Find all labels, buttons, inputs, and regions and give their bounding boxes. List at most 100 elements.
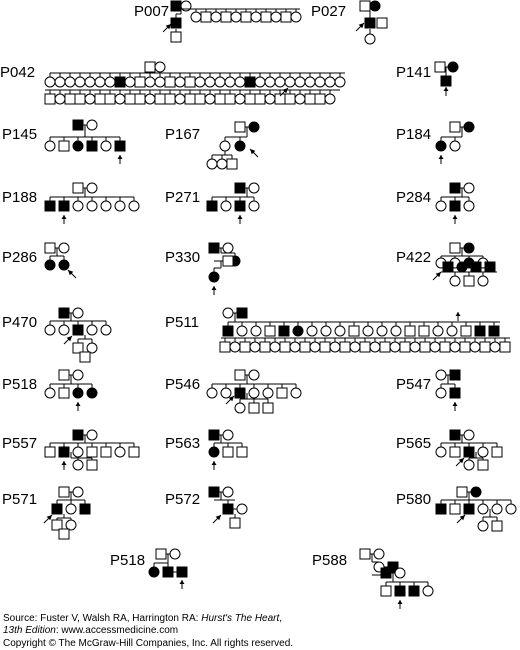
- unaffected-male-symbol: [359, 0, 371, 12]
- affected-male-symbol: [435, 503, 447, 515]
- unaffected-male-symbol: [359, 341, 371, 353]
- unaffected-female-symbol: [264, 76, 276, 88]
- unaffected-female-symbol: [65, 519, 77, 531]
- unaffected-female-symbol: [210, 11, 222, 23]
- unaffected-female-symbol: [309, 341, 321, 353]
- unaffected-male-symbol: [280, 11, 292, 23]
- unaffected-female-symbol: [86, 119, 98, 131]
- label-p571: P571: [2, 491, 38, 508]
- affected-male-symbol: [380, 567, 392, 579]
- unaffected-female-symbol: [169, 548, 181, 560]
- proband-arrow-head: [215, 515, 221, 521]
- unaffected-male-symbol: [434, 61, 446, 73]
- affected-male-symbol: [72, 119, 84, 131]
- affected-male-symbol: [208, 242, 220, 254]
- unaffected-male-symbol: [449, 503, 461, 515]
- affected-female-symbol: [292, 325, 304, 337]
- unaffected-male-symbol: [491, 446, 503, 458]
- unaffected-male-symbol: [229, 517, 241, 529]
- unaffected-female-symbol: [477, 275, 489, 287]
- unaffected-female-symbol: [84, 76, 96, 88]
- unaffected-male-symbol: [304, 93, 316, 105]
- unaffected-female-symbol: [58, 242, 70, 254]
- unaffected-male-symbol: [404, 325, 416, 337]
- label-p572: P572: [165, 491, 201, 508]
- unaffected-male-symbol: [276, 387, 288, 399]
- unaffected-male-symbol: [224, 93, 236, 105]
- proband-arrow-head: [237, 215, 243, 219]
- unaffected-male-symbol: [79, 351, 91, 363]
- label-p027: P027: [311, 3, 347, 20]
- unaffected-female-symbol: [206, 158, 218, 170]
- affected-male-symbol: [234, 200, 246, 212]
- unaffected-female-symbol: [250, 325, 262, 337]
- unaffected-female-symbol: [206, 387, 218, 399]
- unaffected-male-symbol: [299, 341, 311, 353]
- affected-female-symbol: [369, 0, 381, 12]
- unaffected-female-symbol: [236, 325, 248, 337]
- unaffected-male-symbol: [86, 446, 98, 458]
- unaffected-female-symbol: [390, 325, 402, 337]
- unaffected-female-symbol: [435, 387, 447, 399]
- affected-female-symbol: [447, 61, 459, 73]
- unaffected-female-symbol: [144, 76, 156, 88]
- unaffected-female-symbol: [190, 11, 202, 23]
- unaffected-female-symbol: [54, 76, 66, 88]
- unaffected-female-symbol: [222, 486, 234, 498]
- unaffected-male-symbol: [254, 93, 266, 105]
- unaffected-female-symbol: [44, 140, 56, 152]
- affected-male-symbol: [234, 182, 246, 194]
- unaffected-male-symbol: [449, 121, 461, 133]
- affected-female-symbol: [435, 140, 447, 152]
- unaffected-male-symbol: [284, 93, 296, 105]
- unaffected-female-symbol: [219, 140, 231, 152]
- unaffected-female-symbol: [409, 341, 421, 353]
- unaffected-female-symbol: [270, 11, 282, 23]
- label-p511: P511: [165, 314, 199, 331]
- unaffected-female-symbol: [262, 387, 274, 399]
- proband-arrow-head: [211, 461, 217, 465]
- unaffected-female-symbol: [264, 93, 276, 105]
- label-p470: P470: [2, 314, 38, 331]
- unaffected-male-symbol: [491, 520, 503, 532]
- unaffected-male-symbol: [72, 182, 84, 194]
- affected-male-symbol: [44, 200, 56, 212]
- unaffected-female-symbol: [114, 200, 126, 212]
- unaffected-male-symbol: [155, 548, 167, 560]
- unaffected-female-symbol: [44, 76, 56, 88]
- unaffected-male-symbol: [134, 76, 146, 88]
- source-edition: 13th Edition: [3, 625, 56, 636]
- unaffected-male-symbol: [164, 93, 176, 105]
- unaffected-female-symbol: [329, 341, 341, 353]
- unaffected-female-symbol: [72, 446, 84, 458]
- affected-male-symbol: [72, 324, 84, 336]
- affected-male-symbol: [449, 200, 461, 212]
- unaffected-female-symbol: [72, 369, 84, 381]
- label-p284: P284: [396, 189, 432, 206]
- unaffected-female-symbol: [254, 76, 266, 88]
- unaffected-male-symbol: [72, 342, 84, 354]
- unaffected-female-symbol: [124, 76, 136, 88]
- affected-male-symbol: [278, 325, 290, 337]
- unaffected-male-symbol: [104, 93, 116, 105]
- unaffected-male-symbol: [194, 93, 206, 105]
- proband-arrow-head: [66, 336, 72, 342]
- unaffected-female-symbol: [128, 200, 140, 212]
- unaffected-female-symbol: [220, 387, 232, 399]
- unaffected-male-symbol: [399, 341, 411, 353]
- label-p167: P167: [165, 126, 201, 143]
- unaffected-male-symbol: [319, 341, 331, 353]
- label-p042: P042: [0, 64, 36, 81]
- unaffected-female-symbol: [86, 200, 98, 212]
- unaffected-female-symbol: [364, 33, 376, 45]
- unaffected-male-symbol: [58, 528, 70, 540]
- unaffected-female-symbol: [86, 182, 98, 194]
- unaffected-male-symbol: [479, 341, 491, 353]
- unaffected-female-symbol: [144, 93, 156, 105]
- affected-male-symbol: [58, 446, 70, 458]
- unaffected-female-symbol: [284, 76, 296, 88]
- unaffected-male-symbol: [463, 275, 475, 287]
- unaffected-male-symbol: [124, 93, 136, 105]
- affected-male-symbol: [170, 17, 182, 29]
